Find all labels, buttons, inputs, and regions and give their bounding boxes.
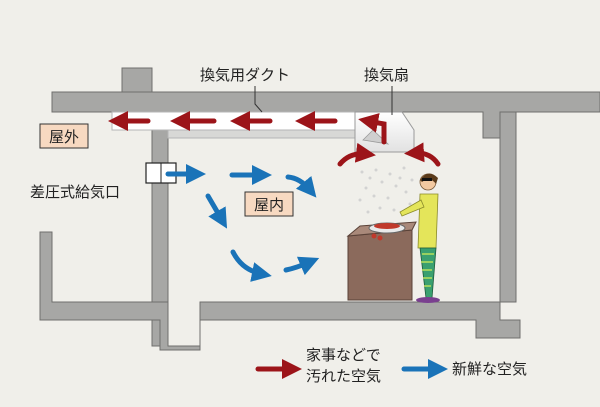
fresh-air-arrows	[165, 164, 320, 282]
legend-dirty-line1: 家事などで	[306, 346, 381, 364]
differential-pressure-inlet	[145, 162, 177, 184]
outdoor-label: 屋外	[39, 123, 89, 149]
person-cooking	[399, 173, 440, 303]
legend-fresh: 新鮮な空気	[452, 360, 527, 378]
fan-label: 換気扇	[364, 66, 409, 84]
building-walls	[39, 67, 600, 351]
legend-dirty-line2: 汚れた空気	[306, 367, 381, 385]
svg-text:屋内: 屋内	[254, 196, 284, 214]
label-leaders	[254, 86, 393, 115]
inlet-label: 差圧式給気口	[30, 183, 120, 201]
duct-label: 換気用ダクト	[200, 66, 290, 84]
legend: 家事などで 汚れた空気 新鮮な空気	[255, 346, 527, 385]
indoor-label: 屋内	[244, 191, 294, 217]
kitchen-counter	[346, 221, 417, 301]
svg-text:屋外: 屋外	[49, 128, 79, 146]
cooking-steam	[358, 166, 414, 214]
dirty-air-arrows	[108, 111, 441, 167]
